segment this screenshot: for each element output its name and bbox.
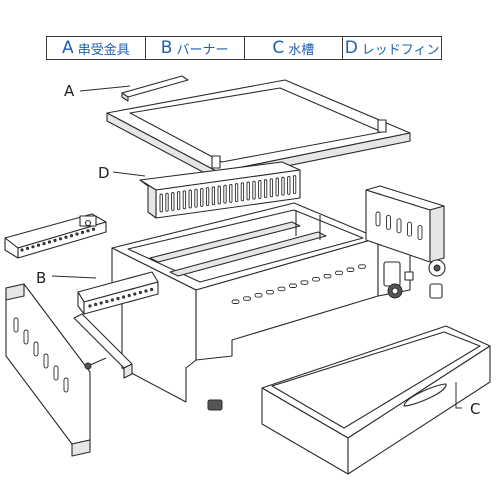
- callout-b: B: [36, 269, 46, 287]
- screw: [84, 357, 107, 370]
- main-body: [111, 202, 414, 411]
- legend-letter: D: [344, 38, 358, 58]
- legend-label: 串受金具: [77, 42, 130, 58]
- water-tray: [261, 325, 491, 475]
- legend-item-d: D レッドフィン: [343, 37, 441, 59]
- burner: [77, 271, 159, 315]
- parts-legend: A 串受金具 B バーナー C 水槽 D レッドフィン: [46, 36, 442, 60]
- side-panel-left: [5, 283, 91, 457]
- legend-label: 水槽: [288, 42, 315, 58]
- legend-letter: C: [272, 38, 285, 58]
- callout-a: A: [64, 82, 75, 100]
- legend-letter: B: [160, 38, 173, 58]
- small-bar: [73, 313, 133, 379]
- rail-holes: [20, 227, 96, 252]
- callout-d: D: [98, 164, 110, 182]
- legend-label: レッドフィン: [361, 42, 440, 58]
- callout-c: C: [470, 400, 480, 418]
- side-rail-left: [4, 213, 107, 259]
- red-fin-slots: [159, 175, 297, 213]
- bracket-slots: [375, 211, 423, 241]
- burner-holes: [88, 287, 154, 308]
- legend-item-b: B バーナー: [146, 37, 245, 59]
- legend-item-a: A 串受金具: [47, 37, 146, 59]
- legend-label: バーナー: [176, 42, 229, 58]
- gas-valve: [428, 259, 446, 299]
- panel-slots: [13, 317, 69, 393]
- skewer-holder-frame: [106, 75, 411, 181]
- legend-letter: A: [62, 38, 74, 58]
- legend-item-c: C 水槽: [245, 37, 344, 59]
